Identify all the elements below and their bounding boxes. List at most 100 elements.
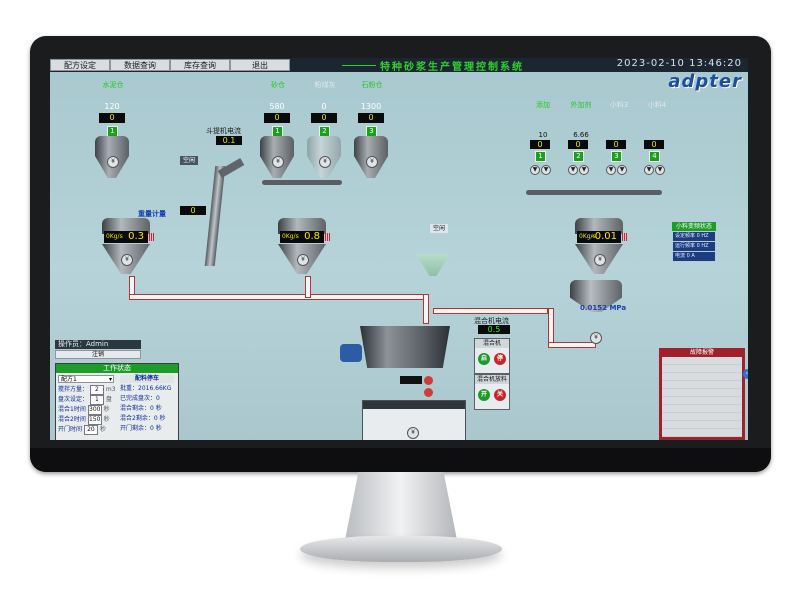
mixer-control-title: 混合机: [475, 339, 509, 348]
alarm-panel: 故障报警: [659, 348, 745, 440]
valve-icon[interactable]: ▼: [644, 165, 654, 175]
valve-icon[interactable]: ▼: [606, 165, 616, 175]
row-input[interactable]: 2: [89, 385, 104, 395]
row-info: 批重：2016.66KG: [120, 385, 172, 392]
vfd-row: 电流 0 A: [673, 252, 715, 261]
company-logo: adpter: [668, 71, 742, 92]
row-info: 开门剩余：0 秒: [120, 425, 162, 432]
silo-label: 小料3: [609, 101, 629, 109]
menu-recipe-settings[interactable]: 配方设定: [50, 59, 110, 71]
hopper-value: -0.01: [591, 231, 617, 242]
valve-icon[interactable]: ▼: [530, 165, 540, 175]
silo-index: 4: [649, 151, 660, 162]
mixer-display: [400, 376, 422, 384]
work-row: 混合1时间 300 秒: [58, 405, 110, 415]
hopper-unit: 0Kg/s: [579, 233, 596, 240]
valve-icon[interactable]: ¥: [272, 156, 284, 168]
row-unit: 秒: [103, 416, 110, 423]
elevator-chute: [217, 158, 245, 178]
silo-reading: 0: [606, 140, 626, 149]
hopper-value: 0.8: [304, 231, 320, 242]
elevator-current-value: 0.1: [216, 136, 242, 145]
silo-label: 外加剂: [570, 101, 592, 109]
discharge-top: [363, 401, 465, 409]
mixer-body: [360, 326, 450, 368]
row-label: 盘次设定：: [58, 396, 89, 403]
valve-icon[interactable]: ¥: [297, 254, 309, 266]
work-status-panel: 工作状态 配方1 ▾ 配料停车 搅拌方量： 2 m3 批重：2016.66KG …: [55, 363, 179, 440]
hopper-weight: 0Kg/s 0.3: [104, 231, 154, 243]
silo-reading: 0: [358, 113, 384, 123]
discharge-control-title: 混合机放料: [475, 375, 509, 384]
signal-bars-icon: [622, 233, 627, 241]
mixer-stop-button[interactable]: 停: [494, 353, 506, 365]
mixer-motor: [340, 344, 362, 362]
indicator-light: [424, 388, 433, 397]
silo-reading: 0: [568, 140, 588, 149]
alarm-list[interactable]: [662, 357, 742, 437]
silo-reading: 0: [530, 140, 550, 149]
row-unit: 盘: [105, 396, 112, 403]
chevron-left-icon[interactable]: ‹: [743, 369, 748, 379]
silo-body: [95, 136, 129, 156]
signal-bars-icon: [325, 233, 330, 241]
indicator-light: [424, 376, 433, 385]
pipe: [305, 276, 311, 298]
valve-icon[interactable]: ¥: [366, 156, 378, 168]
valve-icon[interactable]: ¥: [107, 156, 119, 168]
batching-status: 配料停车: [120, 375, 174, 383]
work-row: 盘次设定： 1 盘: [58, 395, 112, 405]
operator-label: 操作员：Admin: [55, 340, 141, 349]
row-label: 混合2时间: [58, 416, 86, 423]
menu-data-query[interactable]: 数据查询: [110, 59, 170, 71]
menu-exit[interactable]: 退出: [230, 59, 290, 71]
hopper-value: 0.3: [128, 231, 144, 242]
silo-label: 添加: [536, 101, 550, 109]
vfd-status-panel: 小料变频状态 设定频率 0 HZ 运行频率 0 HZ 电流 0 A: [672, 222, 716, 262]
menu-inventory-query[interactable]: 库存查询: [170, 59, 230, 71]
chevron-down-icon: ▾: [108, 376, 112, 383]
valve-icon[interactable]: ¥: [407, 427, 419, 439]
row-input[interactable]: 300: [87, 405, 102, 415]
valve-icon[interactable]: ▼: [541, 165, 551, 175]
hopper-unit: 0Kg/s: [282, 233, 299, 240]
pressure-value: 0.0152 MPa: [580, 304, 627, 312]
row-input[interactable]: 150: [87, 415, 102, 425]
discharge-close-button[interactable]: 关: [494, 389, 506, 401]
valve-icon[interactable]: ▼: [568, 165, 578, 175]
silo-value: 120: [104, 102, 120, 111]
status-idle-tag: 空闲: [430, 224, 449, 233]
silo-body: [354, 136, 388, 156]
mixer-start-button[interactable]: 启: [478, 353, 490, 365]
silo-value: 10: [538, 131, 548, 139]
row-input[interactable]: 20: [83, 425, 98, 435]
silo-reading: 0: [264, 113, 290, 123]
conveyor: [526, 190, 662, 195]
valve-icon[interactable]: ▼: [579, 165, 589, 175]
silo-label: 石粉仓: [361, 81, 383, 89]
valve-icon[interactable]: ▼: [655, 165, 665, 175]
recipe-select[interactable]: 配方1 ▾: [58, 375, 114, 383]
silo-value: 6.66: [573, 131, 589, 139]
silo-value: 1300: [360, 102, 382, 111]
vfd-status-title: 小料变频状态: [672, 222, 716, 231]
logout-button[interactable]: 注销: [55, 350, 141, 359]
pipe: [548, 342, 596, 348]
pipe: [433, 308, 548, 314]
valve-icon[interactable]: ¥: [121, 254, 133, 266]
valve-icon[interactable]: ¥: [594, 254, 606, 266]
work-status-title: 工作状态: [56, 364, 178, 373]
elevator-current-label: 斗提机电流: [206, 127, 241, 135]
valve-icon[interactable]: ¥: [590, 332, 602, 344]
hopper-body: [278, 218, 326, 234]
top-bar: 配方设定 数据查询 库存查询 退出 特种砂浆生产管理控制系统 2023-02-1…: [50, 58, 748, 73]
valve-icon[interactable]: ¥: [319, 156, 331, 168]
row-input[interactable]: 1: [89, 395, 104, 405]
discharge-open-button[interactable]: 开: [478, 389, 490, 401]
valve-icon[interactable]: ▼: [617, 165, 627, 175]
silo-value: 580: [269, 102, 285, 111]
silo-value: 0: [321, 102, 327, 111]
monitor-base: [300, 536, 502, 562]
row-unit: m3: [105, 386, 116, 393]
small-display: 0: [180, 206, 206, 215]
